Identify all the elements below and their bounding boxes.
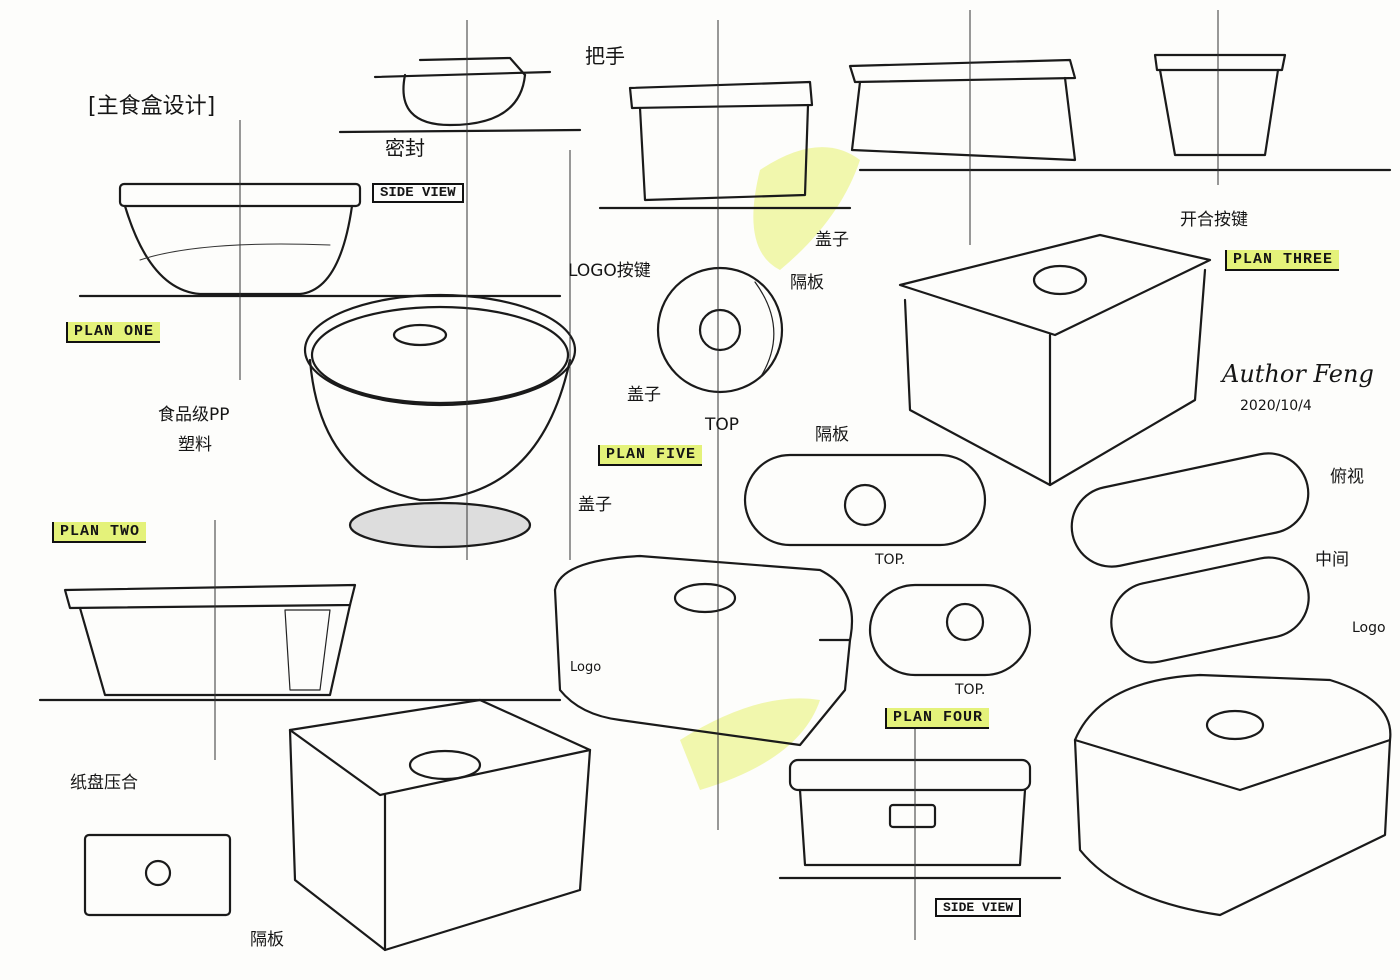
label-top: TOP. — [875, 552, 906, 568]
box-perspective-plan-four — [1073, 673, 1392, 917]
label-top-view: 俯视 — [1330, 467, 1364, 487]
label-divider: 隔板 — [790, 273, 824, 293]
box-sideview-right — [848, 53, 1287, 162]
box-topview-small — [83, 833, 232, 917]
label-logo: Logo — [1352, 620, 1386, 636]
label-plan-one: PLAN ONE — [66, 322, 161, 343]
label-plan-three: PLAN THREE — [1225, 250, 1340, 271]
signature: Author Feng — [1222, 360, 1374, 388]
bowl-perspective — [303, 293, 577, 549]
box-sideview-plan-five — [628, 80, 814, 202]
label-lid: 盖子 — [627, 385, 661, 405]
label-lid: 盖子 — [578, 495, 612, 515]
box-sideview-plan-four — [788, 758, 1032, 867]
construction-lines — [214, 10, 1219, 940]
box-sideview-plan-two — [63, 583, 357, 697]
label-top: TOP. — [955, 682, 986, 698]
label-divider: 隔板 — [815, 425, 849, 445]
sheet-title: [主食盒设计] — [88, 94, 216, 119]
label-button: 开合按键 — [1180, 210, 1248, 230]
label-middle: 中间 — [1315, 550, 1349, 570]
label-handle: 把手 — [585, 44, 625, 68]
bowl-sideview-small — [373, 56, 552, 127]
label-side-view: SIDE VIEW — [372, 183, 464, 203]
label-seal: 密封 — [385, 136, 425, 160]
label-logo: Logo — [570, 660, 602, 675]
signature-date: 2020/10/4 — [1240, 398, 1312, 414]
label-side-view: SIDE VIEW — [935, 898, 1022, 917]
label-plan-four: PLAN FOUR — [885, 708, 990, 729]
label-divider: 隔板 — [250, 930, 284, 950]
box-perspective-plan-five — [553, 554, 854, 747]
label-material: 塑料 — [178, 435, 212, 455]
box-perspective-plan-three — [898, 233, 1212, 487]
label-logo-button: LOGO按键 — [568, 261, 651, 281]
label-material: 食品级PP — [158, 405, 230, 425]
pill-topviews — [743, 452, 1310, 677]
label-plan-two: PLAN TWO — [52, 522, 147, 543]
box-perspective-plan-two — [288, 698, 592, 952]
label-paper-press: 纸盘压合 — [70, 773, 138, 793]
divider-topview-circle — [656, 266, 784, 394]
label-lid: 盖子 — [815, 230, 849, 250]
marker-highlight — [680, 698, 820, 790]
label-plan-five: PLAN FIVE — [598, 445, 703, 466]
label-top: TOP — [705, 415, 740, 435]
